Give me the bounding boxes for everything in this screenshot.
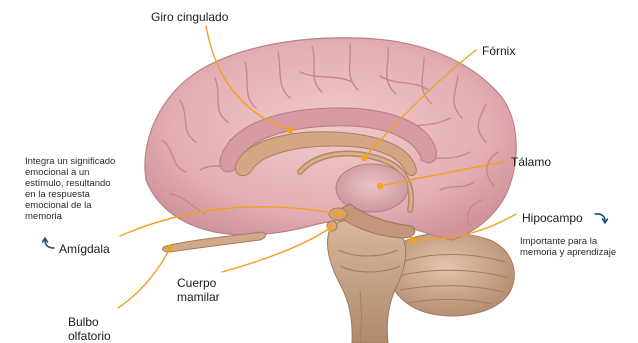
label-giro-cingulado: Giro cingulado [151,10,228,24]
brainstem [327,219,405,343]
label-hipocampo: Hipocampo [522,211,583,225]
label-bulbo-olfatorio-line-1: Bulbo [68,315,111,329]
cerebellum [390,233,514,316]
note-hipocampo-line-1: Importante para la [520,236,616,247]
leader-dot-hipocampo [409,237,415,243]
note-amigdala-line-3: estímulo, resultando [25,178,115,189]
leader-line-bulbo-olfatorio [118,248,170,308]
note-amigdala-line-1: Integra un significado [25,156,115,167]
note-amigdala: Integra un significado emocional a un es… [25,156,115,222]
note-amigdala-line-6: memoria [25,211,115,222]
label-talamo: Tálamo [511,155,551,169]
label-amigdala: Amígdala [59,242,110,256]
thalamus [336,164,408,212]
label-cuerpo-mamilar-line-1: Cuerpo [177,276,220,290]
leader-dot-amigdala [337,211,343,217]
label-bulbo-olfatorio: Bulbo olfatorio [68,315,111,343]
note-hipocampo: Importante para la memoria y aprendizaje [520,236,616,258]
label-bulbo-olfatorio-line-2: olfatorio [68,329,111,343]
label-cuerpo-mamilar-line-2: mamilar [177,290,220,304]
olfactory-bulb [163,232,266,252]
curved-arrow-up-icon [42,236,56,250]
note-amigdala-line-2: emocional a un [25,167,115,178]
leader-dot-talamo [377,183,383,189]
note-amigdala-line-5: emocional de la [25,200,115,211]
leader-dot-giro-cingulado [287,127,293,133]
leader-dot-bulbo-olfatorio [167,245,173,251]
label-fornix: Fórnix [482,44,515,58]
note-amigdala-line-4: en la respuesta [25,189,115,200]
leader-dot-cuerpo-mamilar [327,225,333,231]
curved-arrow-down-icon [594,211,608,225]
leader-dot-fornix [361,155,367,161]
note-hipocampo-line-2: memoria y aprendizaje [520,247,616,258]
label-cuerpo-mamilar: Cuerpo mamilar [177,276,220,304]
